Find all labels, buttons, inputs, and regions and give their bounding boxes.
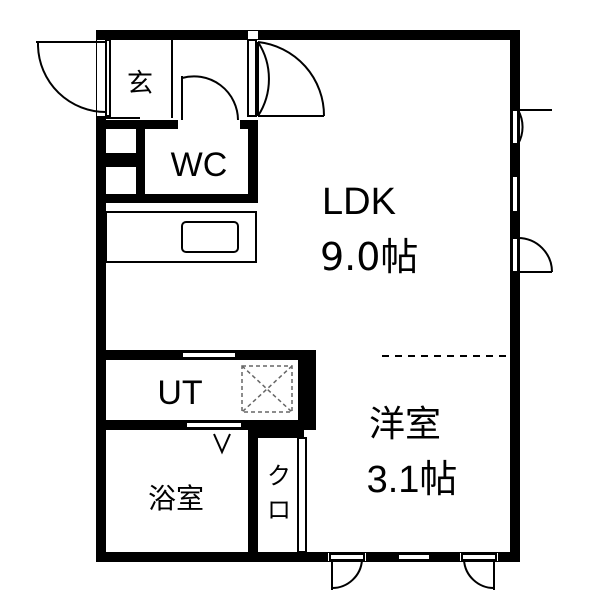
ut-label: UT <box>157 374 202 412</box>
ut-room: UT <box>106 350 316 430</box>
wall-right <box>510 30 520 562</box>
washer-space <box>241 365 293 413</box>
western-room: 洋室 3.1帖 <box>367 404 458 501</box>
wc-label: WC <box>171 146 228 184</box>
bottom-openings <box>329 553 497 590</box>
entrance-label: 玄 <box>127 69 153 99</box>
ldk-size: 9.0帖 <box>320 235 418 279</box>
wall-top <box>96 30 520 40</box>
ldk-room: LDK 9.0帖 <box>320 181 418 279</box>
bath-room: 浴室 <box>148 430 258 552</box>
wc-room: WC <box>136 120 258 203</box>
kitchen-counter <box>105 211 257 263</box>
wall-left <box>96 30 106 562</box>
top-right-door <box>247 39 326 117</box>
closet-label-top: ク <box>267 462 291 490</box>
small-storage <box>106 120 146 203</box>
right-windows <box>511 109 553 273</box>
ldk-name: LDK <box>322 181 396 223</box>
sink <box>181 221 239 253</box>
entrance-area: 玄 <box>106 40 173 119</box>
closet: ク ロ <box>258 430 307 553</box>
top-window-gap <box>248 31 258 39</box>
western-size: 3.1帖 <box>367 459 458 501</box>
bath-door <box>185 421 243 455</box>
bath-label: 浴室 <box>148 482 204 515</box>
closet-label-bottom: ロ <box>267 496 291 524</box>
outer-walls <box>96 30 520 562</box>
entrance-door-gap <box>97 40 105 116</box>
western-name: 洋室 <box>369 404 441 445</box>
wc-door <box>181 75 239 121</box>
entrance-door <box>36 39 111 117</box>
wall-bottom <box>96 552 520 562</box>
